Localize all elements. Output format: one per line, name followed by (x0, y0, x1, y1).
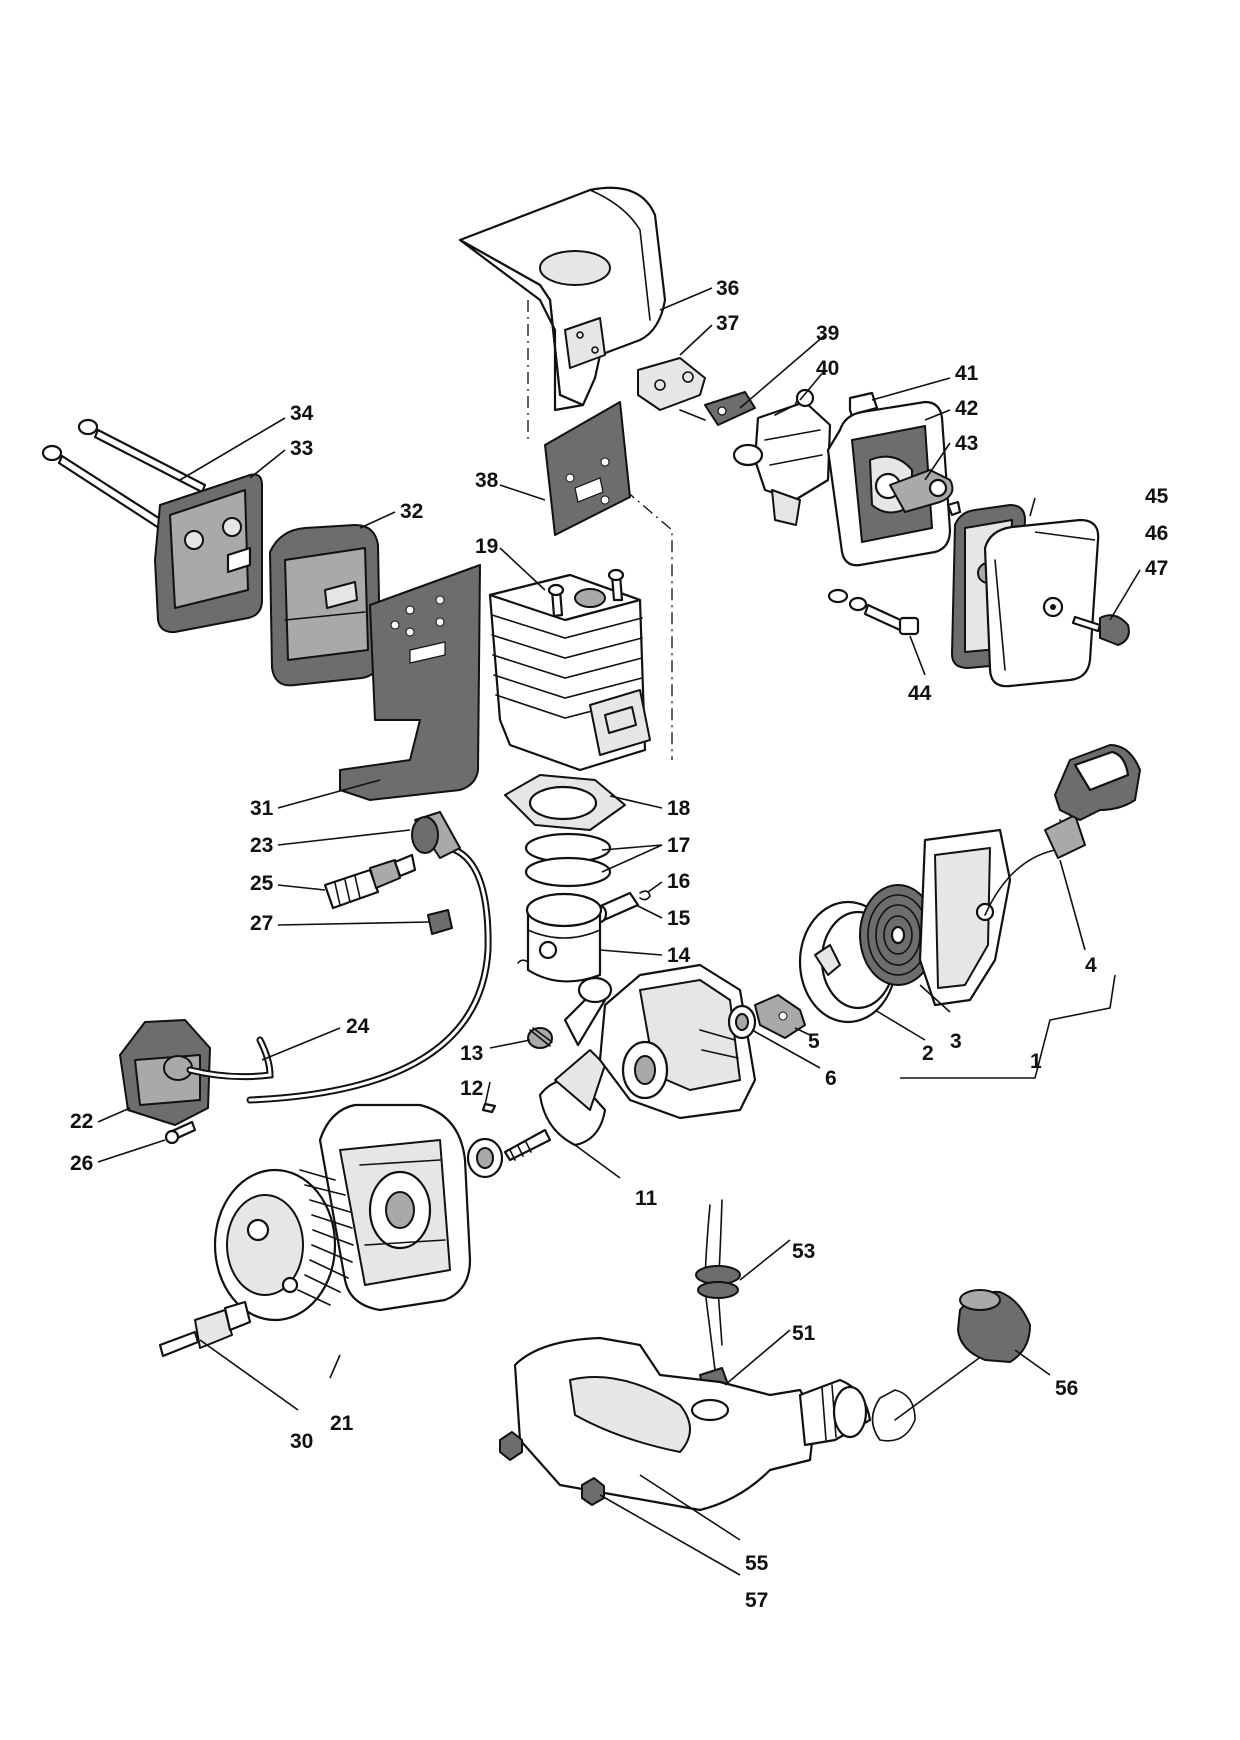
callout-12: 12 (460, 1077, 483, 1100)
callout-18: 18 (667, 797, 691, 820)
part-39-carburetor-gasket (679, 391, 756, 426)
callout-53: 53 (792, 1240, 815, 1263)
callout-41: 41 (955, 362, 979, 385)
callout-46: 46 (1145, 522, 1168, 545)
part-31-heat-shield (339, 564, 481, 801)
callout-40: 40 (816, 357, 839, 380)
part-44-screw-washers (827, 588, 920, 636)
part-12-woodruff-key (481, 1102, 497, 1114)
callout-17: 17 (667, 834, 690, 857)
part-crankcase-left (318, 1103, 472, 1312)
callout-21: 21 (330, 1412, 354, 1435)
callout-38: 38 (475, 469, 499, 492)
part-16-circlip (639, 890, 651, 901)
part-6-oil-seal (727, 1004, 757, 1040)
callout-39: 39 (816, 322, 839, 345)
callout-37: 37 (716, 312, 739, 335)
callout-45: 45 (1145, 485, 1169, 508)
leader-lines (97, 287, 1141, 1576)
part-27-nut (427, 909, 453, 935)
callout-labels: 36 37 39 40 41 42 43 34 33 38 32 19 45 4… (70, 277, 1169, 1612)
part-34-muffler-bolts (41, 418, 207, 532)
part-17-piston-rings (524, 832, 612, 888)
callout-27: 27 (250, 912, 273, 935)
callout-43: 43 (955, 432, 978, 455)
callout-16: 16 (667, 870, 690, 893)
callout-23: 23 (250, 834, 273, 857)
callout-44: 44 (908, 682, 932, 705)
part-5-starter-pawl (754, 994, 806, 1039)
part-crankcase-right (598, 963, 757, 1120)
part-22-ignition-coil (119, 1019, 274, 1126)
part-25-spark-plug (323, 853, 417, 910)
part-46-filter-cover (983, 518, 1100, 688)
callout-13: 13 (460, 1042, 483, 1065)
part-24-ignition-cable (246, 844, 492, 1104)
callout-34: 34 (290, 402, 314, 425)
callout-4: 4 (1085, 954, 1097, 977)
callout-42: 42 (955, 397, 978, 420)
callout-24: 24 (346, 1015, 370, 1038)
callout-11: 11 (635, 1187, 658, 1210)
part-30-starter-stud (158, 1300, 252, 1358)
callout-30: 30 (290, 1430, 313, 1453)
part-55-fuel-tank (513, 1336, 872, 1512)
part-26-coil-screw (164, 1120, 197, 1145)
callout-15: 15 (667, 907, 691, 930)
callout-1: 1 (1030, 1050, 1042, 1073)
callout-5: 5 (808, 1030, 820, 1053)
callout-31: 31 (250, 797, 274, 820)
part-37-insulator-block (637, 357, 706, 411)
callout-3: 3 (950, 1030, 962, 1053)
part-38-cylinder-gasket (544, 401, 631, 536)
part-43-choke-lever (889, 469, 962, 517)
part-crank-bearing (466, 1137, 504, 1179)
callout-51: 51 (792, 1322, 816, 1345)
part-40-carburetor (732, 388, 832, 526)
callout-25: 25 (250, 872, 274, 895)
callout-36: 36 (716, 277, 739, 300)
callout-56: 56 (1055, 1377, 1078, 1400)
part-23-spark-plug-boot (411, 811, 461, 859)
callout-14: 14 (667, 944, 691, 967)
part-33-muffler-cover (154, 473, 263, 634)
callout-22: 22 (70, 1110, 93, 1133)
part-32-muffler (269, 524, 381, 687)
callout-55: 55 (745, 1552, 769, 1575)
part-11-crankshaft (503, 976, 613, 1162)
callout-32: 32 (400, 500, 423, 523)
callout-57: 57 (745, 1589, 768, 1612)
part-53-fuel-lines-grommet (695, 1199, 741, 1371)
part-19-cylinder (488, 568, 651, 772)
part-4-starter-handle (984, 744, 1141, 916)
part-21-flywheel (213, 1168, 354, 1322)
part-36-shroud (458, 186, 667, 412)
callout-6: 6 (825, 1067, 837, 1090)
part-47-cover-knob (1071, 614, 1130, 646)
part-18-base-gasket (504, 774, 626, 831)
callout-26: 26 (70, 1152, 93, 1175)
part-starter-housing (918, 828, 1012, 1007)
assembly-1-bracket (900, 974, 1116, 1079)
callout-33: 33 (290, 437, 313, 460)
part-56-fuel-cap (871, 1289, 1031, 1442)
callout-19: 19 (475, 535, 498, 558)
callout-47: 47 (1145, 557, 1168, 580)
part-14-piston (517, 892, 603, 983)
callout-2: 2 (922, 1042, 934, 1065)
part-13-needle-bearing (527, 1027, 553, 1049)
